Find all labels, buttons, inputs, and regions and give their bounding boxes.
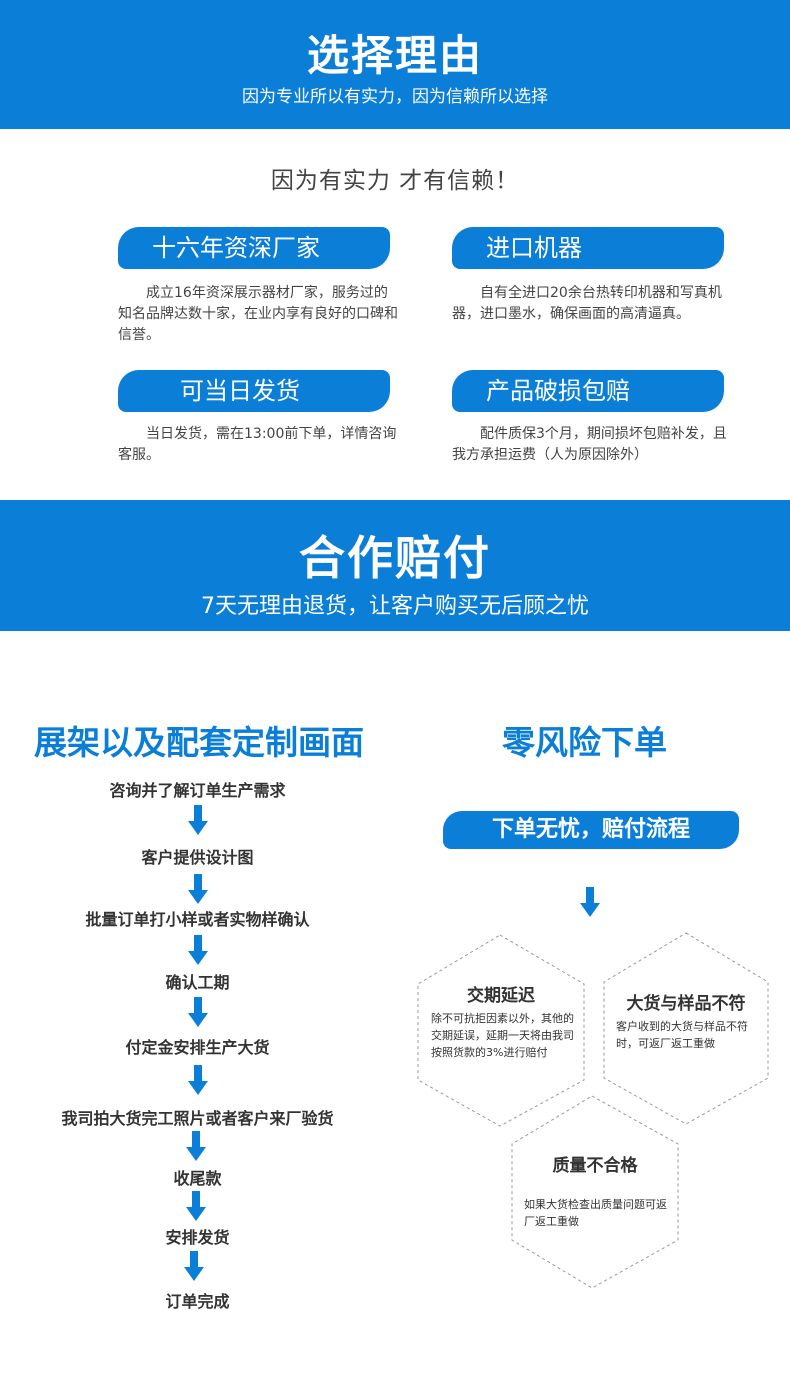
hex-title-mismatch: 大货与样品不符: [626, 994, 746, 1014]
cooperation-subtitle: 7天无理由退货，让客户购买无后顾之忧: [201, 594, 589, 619]
zero-risk-title: 零风险下单: [502, 723, 667, 762]
feature-desc-machines: 自有全进口20余台热转印机器和写真机器，进口墨水，确保画面的高清逼真。: [452, 285, 722, 322]
feature-title-damage: 产品破损包赔: [452, 370, 724, 412]
feature-title-factory: 十六年资深厂家: [118, 227, 390, 269]
hex-title-quality: 质量不合格: [552, 1156, 638, 1176]
arrow-down-icon: [186, 1191, 206, 1221]
feature-desc-damage: 配件质保3个月，期间损坏包赔补发，且我方承担运费（人为原因除外）: [452, 426, 727, 463]
arrow-down-icon: [188, 935, 208, 965]
arrow-down-icon: [188, 805, 208, 835]
arrow-down-icon: [186, 1131, 206, 1161]
arrow-down-icon: [184, 1251, 204, 1281]
flow-step: 付定金安排生产大货: [125, 1038, 270, 1057]
hex-text-delay: 除不可抗拒因素以外，其他的交期延误，延期一天将由我司按照货款的3%进行赔付: [431, 1012, 574, 1059]
hexagon-quality: [511, 1095, 679, 1289]
feature-title-machines: 进口机器: [452, 227, 724, 269]
flow-step: 确认工期: [165, 973, 230, 992]
flow-step: 安排发货: [165, 1228, 230, 1247]
flow-step: 客户提供设计图: [141, 848, 254, 867]
flow-step: 收尾款: [173, 1169, 222, 1188]
arrow-down-icon: [580, 887, 600, 917]
feature-desc-factory: 成立16年资深展示器材厂家，服务过的知名品牌达数十家，在业内享有良好的口碑和信誉…: [118, 285, 398, 343]
arrow-down-icon: [188, 997, 208, 1027]
flow-step: 咨询并了解订单生产需求: [109, 781, 286, 800]
feature-title-shipping: 可当日发货: [118, 370, 390, 412]
hex-text-mismatch: 客户收到的大货与样品不符时，可返厂返工重做: [616, 1020, 748, 1050]
tagline: 因为有实力 才有信赖！: [270, 168, 520, 194]
header-banner: 选择理由 因为专业所以有实力，因为信赖所以选择: [0, 0, 790, 129]
flow-step: 批量订单打小样或者实物样确认: [85, 910, 310, 929]
hex-title-delay: 交期延迟: [467, 986, 535, 1006]
arrow-down-icon: [188, 874, 208, 904]
hex-text-quality: 如果大货检查出质量问题可返厂返工重做: [524, 1198, 667, 1228]
feature-desc-shipping: 当日发货，需在13:00前下单，详情咨询客服。: [118, 426, 397, 463]
zero-risk-pill: 下单无忧，赔付流程: [443, 811, 739, 849]
banner-title: 选择理由: [306, 31, 483, 80]
banner-subtitle: 因为专业所以有实力，因为信赖所以选择: [242, 87, 548, 107]
process-title: 展架以及配套定制画面: [34, 723, 364, 762]
flow-step: 订单完成: [165, 1292, 230, 1311]
arrow-down-icon: [188, 1065, 208, 1095]
flow-step: 我司拍大货完工照片或者客户来厂验货: [61, 1109, 334, 1128]
cooperation-title: 合作赔付: [299, 531, 491, 585]
cooperation-banner: 合作赔付 7天无理由退货，让客户购买无后顾之忧: [0, 500, 790, 631]
